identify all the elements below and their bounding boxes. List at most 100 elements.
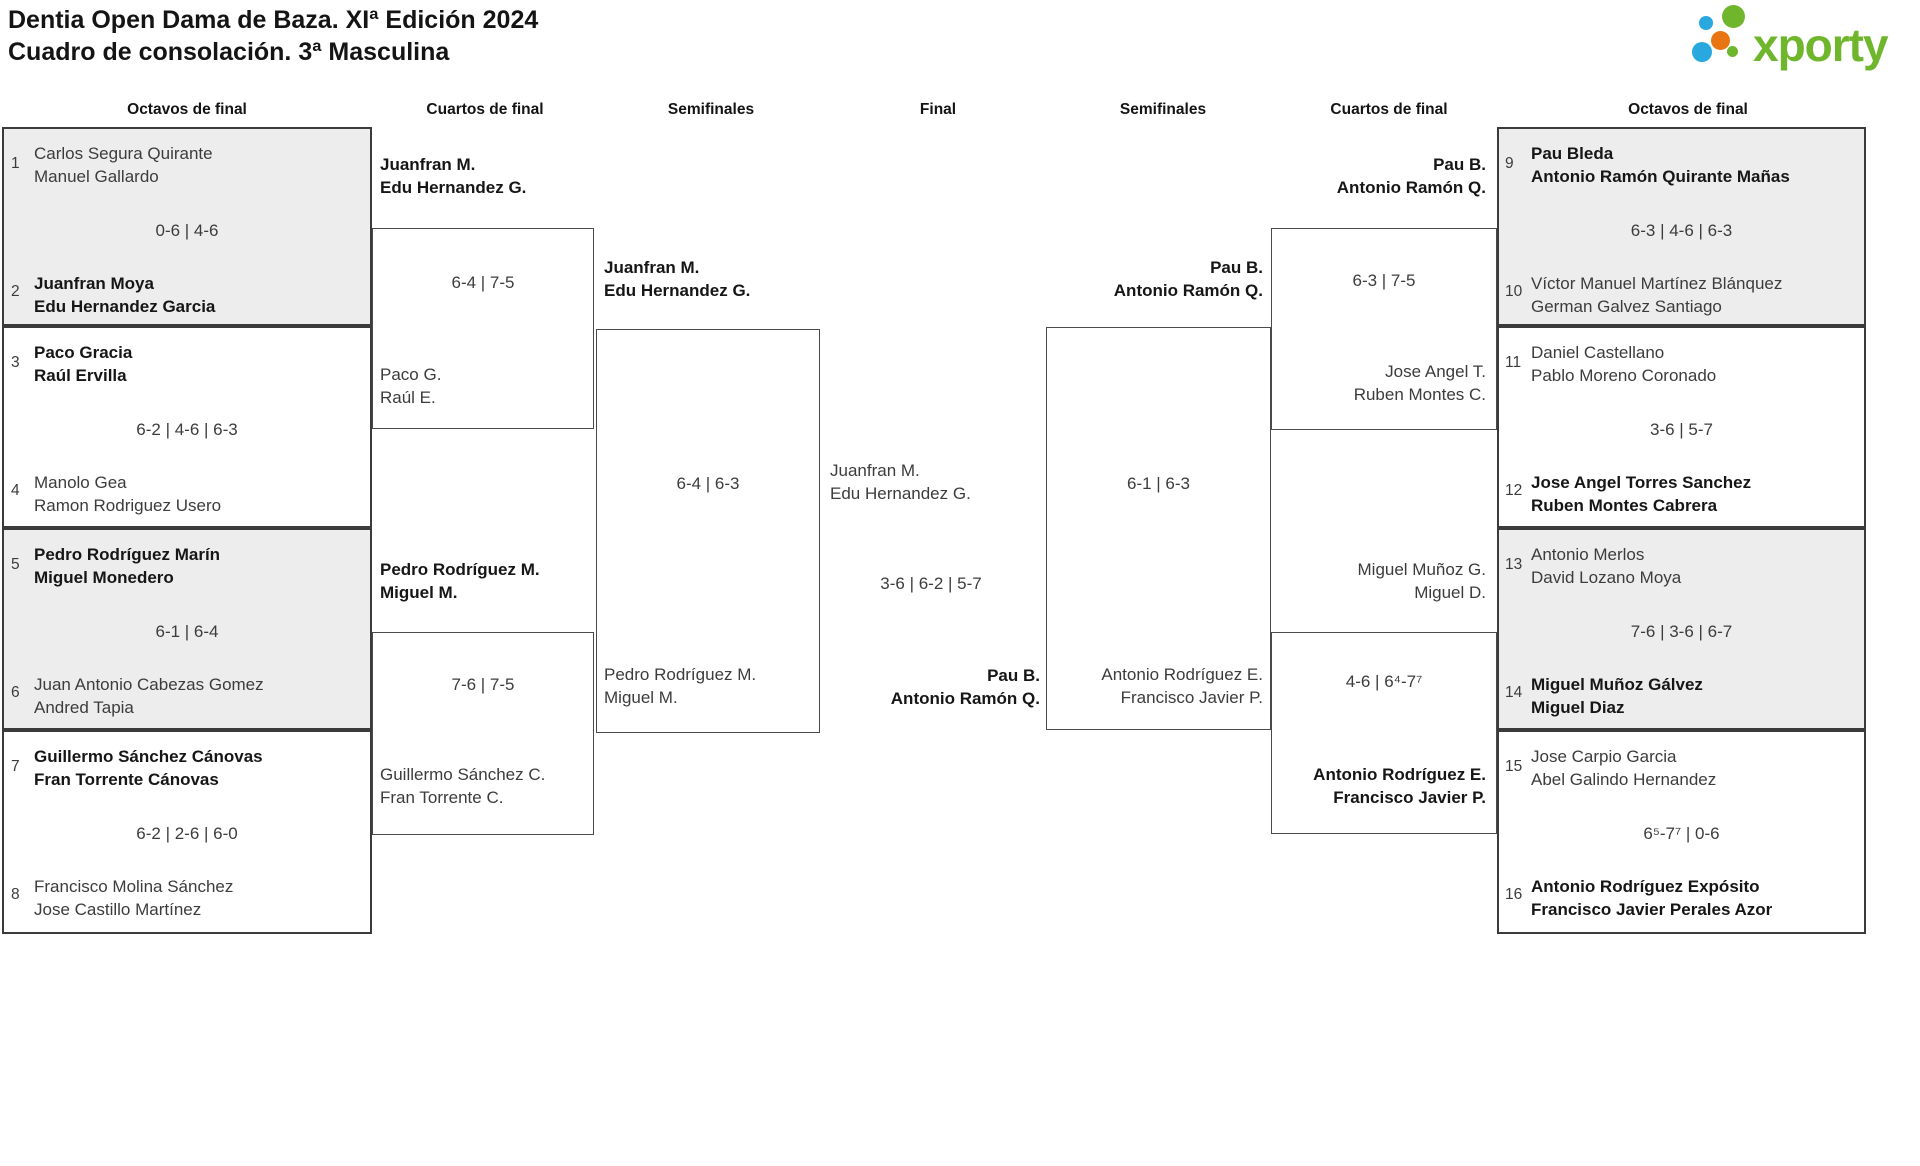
match-box-qf-right-2 (1271, 632, 1497, 834)
player-name: Andred Tapia (34, 698, 134, 717)
player-name: Francisco Molina Sánchez (34, 877, 234, 896)
player-name: Pau B. (1433, 155, 1486, 174)
match-score: 6-1 | 6-4 (155, 622, 219, 641)
player-name: Guillermo Sánchez Cánovas (34, 747, 263, 766)
player-name: Jose Carpio Garcia (1531, 747, 1677, 766)
round-header-octavos-right: Octavos de final (1628, 101, 1748, 118)
team-winner: Miguel Muñoz Gálvez Miguel Diaz (1531, 673, 1703, 719)
player-name: Jose Castillo Martínez (34, 900, 202, 919)
match-box-r16-right-2 (1497, 326, 1866, 528)
match-box-r16-right-4 (1497, 730, 1866, 934)
player-name: Pau B. (987, 666, 1040, 685)
match-box-qf-left-1 (372, 228, 594, 429)
logo-dot-blue-big-icon (1692, 42, 1712, 62)
match-score: 6-4 | 6-3 (676, 474, 740, 493)
team: Miguel Muñoz G. Miguel D. (1280, 558, 1487, 604)
seed: 13 (1505, 556, 1523, 573)
match-score: 3-6 | 5-7 (1649, 420, 1713, 439)
seed: 11 (1505, 354, 1522, 371)
player-name: Guillermo Sánchez C. (380, 765, 546, 784)
match-box-r16-right-1 (1497, 127, 1866, 326)
match-score: 3-6 | 6-2 | 5-7 (880, 574, 982, 593)
player-name: Edu Hernandez G. (604, 281, 751, 300)
player-name: Francisco Javier Perales Azor (1531, 900, 1773, 919)
player-name: Raúl Ervilla (34, 366, 127, 385)
team-winner: Pau B. Antonio Ramón Q. (1058, 256, 1263, 302)
team-winner: Antonio Rodríguez E. Francisco Javier P. (1280, 763, 1486, 809)
seed: 15 (1505, 758, 1523, 775)
player-name: Antonio Ramón Q. (1336, 178, 1486, 197)
player-name: Juanfran Moya (34, 274, 154, 293)
match-box-qf-right-1 (1271, 228, 1497, 430)
player-name: David Lozano Moya (1531, 568, 1682, 587)
team: Víctor Manuel Martínez Blánquez German G… (1531, 272, 1782, 318)
match-box-r16-left-1 (2, 127, 372, 326)
team: Guillermo Sánchez C. Fran Torrente C. (380, 763, 545, 809)
logo-wordmark: xporty (1753, 19, 1889, 71)
player-name: Juan Antonio Cabezas Gomez (34, 675, 264, 694)
match-score: 6-3 | 4-6 | 6-3 (1630, 221, 1733, 240)
player-name: Edu Hernandez G. (830, 484, 971, 503)
logo-dot-green-small-icon (1727, 46, 1738, 57)
player-name: Manolo Gea (34, 473, 127, 492)
player-name: Víctor Manuel Martínez Blánquez (1531, 274, 1783, 293)
player-name: Fran Torrente C. (380, 788, 504, 807)
match-score: 6⁵-7⁷ | 0-6 (1643, 824, 1720, 843)
match-box-r16-right-3 (1497, 528, 1866, 730)
team-winner: Juanfran Moya Edu Hernandez Garcia (34, 272, 215, 318)
team: Manolo Gea Ramon Rodriguez Usero (34, 471, 221, 517)
team-winner: Pau Bleda Antonio Ramón Quirante Mañas (1531, 142, 1790, 188)
player-name: Miguel Diaz (1531, 698, 1625, 717)
player-name: Carlos Segura Quirante (34, 144, 213, 163)
player-name: Antonio Ramón Quirante Mañas (1531, 167, 1790, 186)
player-name: Antonio Merlos (1531, 545, 1645, 564)
team-winner: Pedro Rodríguez M. Miguel M. (380, 558, 540, 604)
match-score: 7-6 | 3-6 | 6-7 (1630, 622, 1733, 641)
page-title-line2: Cuadro de consolación. 3ª Masculina (8, 38, 450, 66)
seed: 1 (11, 155, 20, 172)
match-box-r16-left-4 (2, 730, 372, 934)
seed: 3 (11, 354, 20, 371)
match-box-r16-left-3 (2, 528, 372, 730)
round-header-semis-left: Semifinales (667, 101, 755, 118)
team: Jose Carpio Garcia Abel Galindo Hernande… (1531, 745, 1716, 791)
player-name: Paco G. (380, 365, 442, 384)
seed: 9 (1505, 155, 1514, 172)
seed: 7 (11, 758, 20, 775)
match-score: 6-3 | 7-5 (1352, 271, 1416, 290)
team: Jose Angel T. Ruben Montes C. (1280, 360, 1486, 406)
round-header-cuartos-right: Cuartos de final (1330, 101, 1448, 118)
seed: 5 (11, 556, 20, 573)
player-name: Jose Angel Torres Sanchez (1531, 473, 1752, 492)
team: Pedro Rodríguez M. Miguel M. (604, 663, 756, 709)
page-title-line1: Dentia Open Dama de Baza. XIª Edición 20… (8, 6, 539, 34)
team-winner: Paco Gracia Raúl Ervilla (34, 341, 132, 387)
player-name: Juanfran M. (830, 461, 920, 480)
player-name: Paco Gracia (34, 343, 133, 362)
team-winner: Pau B. Antonio Ramón Q. (830, 664, 1040, 710)
player-name: Antonio Rodríguez E. (1313, 765, 1486, 784)
team: Daniel Castellano Pablo Moreno Coronado (1531, 341, 1716, 387)
team: Paco G. Raúl E. (380, 363, 441, 409)
seed: 16 (1505, 886, 1523, 903)
team: Carlos Segura Quirante Manuel Gallardo (34, 142, 213, 188)
player-name: Francisco Javier P. (1120, 688, 1263, 707)
match-box-sf-left (596, 329, 820, 733)
match-box-qf-left-2 (372, 632, 594, 835)
team: Antonio Merlos David Lozano Moya (1531, 543, 1681, 589)
player-name: Pedro Rodríguez Marín (34, 545, 221, 564)
player-name: Antonio Ramón Q. (890, 689, 1040, 708)
player-name: Miguel Monedero (34, 568, 174, 587)
player-name: Pau Bleda (1531, 144, 1614, 163)
player-name: Miguel Muñoz G. (1357, 560, 1487, 579)
player-name: Raúl E. (380, 388, 436, 407)
team-winner: Antonio Rodríguez Expósito Francisco Jav… (1531, 875, 1772, 921)
player-name: Francisco Javier P. (1333, 788, 1486, 807)
player-name: Ruben Montes Cabrera (1531, 496, 1718, 515)
player-name: Pedro Rodríguez M. (604, 665, 757, 684)
team-winner: Pau B. Antonio Ramón Q. (1280, 153, 1486, 199)
player-name: Antonio Ramón Q. (1113, 281, 1263, 300)
match-score: 6-2 | 2-6 | 6-0 (136, 824, 238, 843)
player-name: German Galvez Santiago (1531, 297, 1722, 316)
